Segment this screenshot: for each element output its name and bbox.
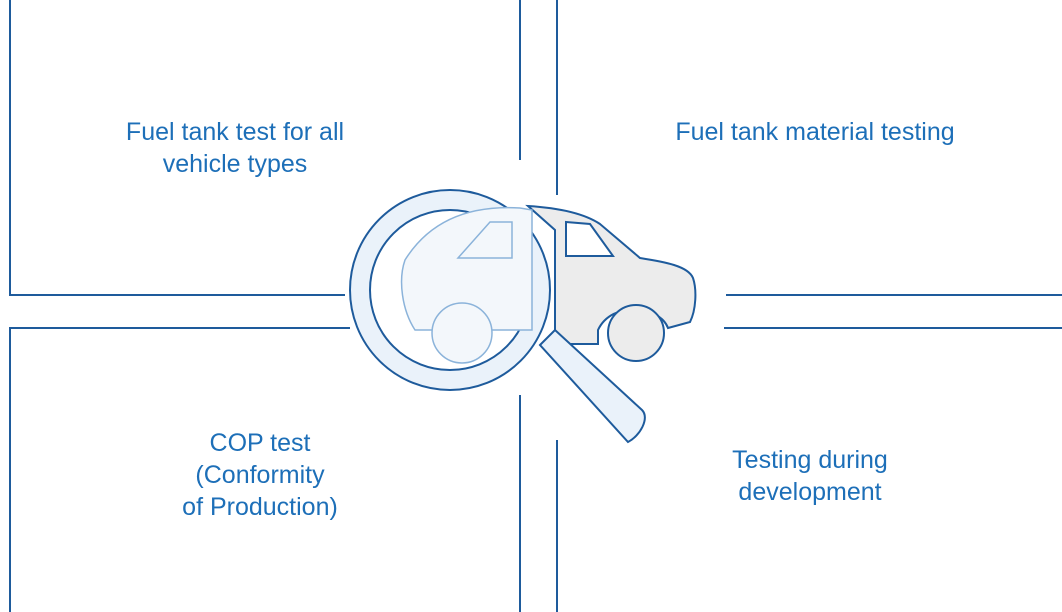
label-top-right: Fuel tank material testing — [640, 116, 990, 148]
label-bottom-left: COP test (Conformity of Production) — [150, 427, 370, 523]
magnifier-over-car-icon — [349, 189, 697, 444]
label-top-left-line-1: Fuel tank test for all — [125, 118, 345, 146]
box-top-right — [556, 0, 1062, 296]
label-bottom-left-line-2: (Conformity — [195, 461, 325, 489]
box-bottom-left — [9, 327, 521, 612]
label-top-left-line-2: vehicle types — [162, 150, 308, 178]
label-bottom-right: Testing during development — [705, 444, 915, 508]
label-bottom-right-line-2: development — [738, 478, 882, 506]
label-bottom-left-line-1: COP test — [209, 429, 311, 457]
box-bottom-right — [556, 327, 1062, 612]
label-top-right-line-1: Fuel tank material testing — [675, 118, 955, 146]
box-top-left — [9, 0, 521, 296]
label-top-left: Fuel tank test for all vehicle types — [110, 116, 360, 180]
label-bottom-right-line-1: Testing during — [732, 446, 888, 474]
magnifier-handle — [538, 328, 646, 444]
label-bottom-left-line-3: of Production) — [182, 493, 338, 521]
